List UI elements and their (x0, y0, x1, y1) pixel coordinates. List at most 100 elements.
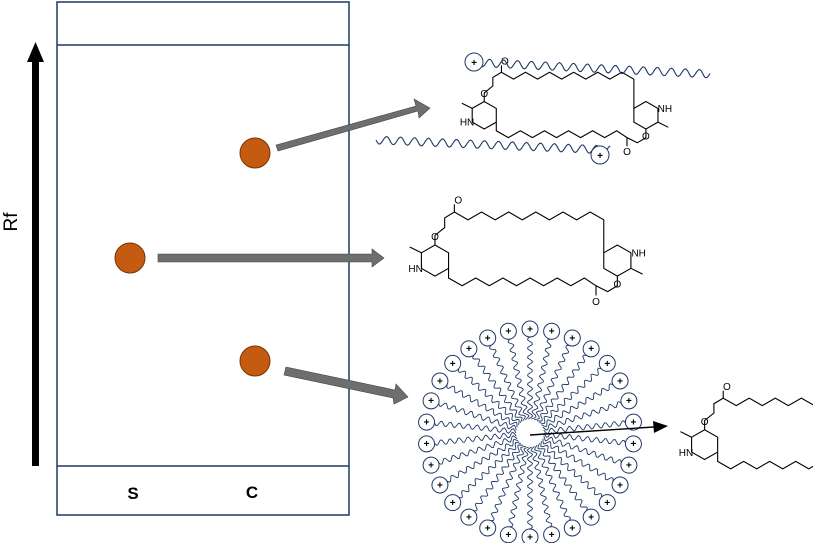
plus-charge-icon: + (598, 354, 616, 372)
carbonyl-oxygen-label: O (501, 57, 509, 68)
charge-circle (464, 52, 484, 72)
plus-charge-icon: + (563, 519, 581, 537)
surfactant-tail (438, 402, 517, 431)
charge-circle (624, 413, 642, 431)
surfactant-tail (473, 444, 524, 512)
plus-charge-icon: + (543, 322, 561, 340)
ester-oxygen-label: O (480, 89, 488, 100)
plus-charge-icon: + (624, 413, 642, 431)
surfactant-tail (542, 401, 622, 431)
surfactant-tail (508, 446, 529, 528)
plus-charge-icon: + (620, 456, 638, 474)
plus-sign: + (428, 460, 434, 471)
charge-circle (582, 340, 600, 358)
left-piperidine-ring (691, 429, 719, 461)
plus-charge-icon: + (464, 52, 484, 72)
plus-sign: + (597, 151, 603, 162)
plus-charge-icon: + (499, 322, 517, 340)
carbonyl-oxygen-label: O (454, 195, 462, 206)
charge-circle (624, 435, 642, 453)
plus-sign: + (631, 439, 637, 450)
plus-charge-icon: + (521, 528, 539, 543)
left-amine-label: HN (460, 118, 474, 129)
surfactant-tail (490, 446, 526, 522)
charge-circle (444, 494, 462, 512)
charge-circle (611, 372, 629, 390)
surfactant-tail (537, 443, 588, 511)
plus-sign: + (471, 58, 477, 69)
left-methyl (409, 246, 422, 254)
plus-charge-icon: + (431, 372, 449, 390)
lane-label-s: S (127, 484, 138, 503)
right-methyl (630, 267, 643, 275)
plus-sign: + (604, 498, 610, 509)
charge-circle (611, 476, 629, 494)
plus-charge-icon: + (499, 526, 517, 543)
left-methyl (461, 102, 473, 109)
arrow-to-ion-pair (275, 98, 431, 152)
spot-s-middle (114, 242, 146, 274)
micelle: ++++++++++++++++++++++++++++++ (418, 320, 668, 543)
charge-circle (431, 476, 449, 494)
right-amine-label: NH (658, 104, 672, 115)
charge-circle (499, 322, 517, 340)
arrow-to-free-molecule (157, 248, 385, 268)
charge-circle (563, 329, 581, 347)
lane-label-c: C (246, 483, 258, 502)
charge-circle (563, 519, 581, 537)
plus-charge-icon: + (422, 392, 440, 410)
surfactant-tail (488, 345, 526, 422)
rf-axis-shaft (32, 60, 39, 466)
plus-charge-icon: + (422, 456, 440, 474)
right-methyl (657, 121, 669, 128)
surfactant-tail (534, 344, 570, 420)
charge-circle (620, 392, 638, 410)
plus-sign: + (549, 327, 555, 338)
charge-circle (422, 392, 440, 410)
surfactant-tail (543, 420, 626, 435)
surfactant-tail (472, 355, 523, 423)
surfactant-tail (540, 441, 603, 498)
plus-sign: + (527, 324, 533, 335)
plus-sign: + (424, 417, 430, 428)
surfactant-tail (457, 368, 520, 425)
left-piperidine-ring (420, 244, 450, 277)
surfactant-tail (526, 336, 534, 420)
plus-sign: + (437, 376, 443, 387)
surfactant-tail (531, 338, 552, 420)
plus-sign: + (428, 396, 434, 407)
plus-charge-icon: + (460, 340, 478, 358)
charge-circle (418, 435, 436, 453)
plus-sign: + (588, 512, 594, 523)
plus-sign: + (527, 532, 533, 543)
plus-charge-icon: + (444, 494, 462, 512)
plus-sign: + (450, 359, 456, 370)
right-amine-label: NH (631, 249, 645, 260)
plus-sign: + (505, 530, 511, 541)
plus-sign: + (631, 417, 637, 428)
left-amine-label: HN (679, 448, 693, 459)
plus-sign: + (604, 359, 610, 370)
plus-charge-icon: + (590, 145, 610, 165)
charge-circle (590, 145, 610, 165)
surfactant-tail (530, 445, 553, 528)
plus-charge-icon: + (582, 340, 600, 358)
plus-sign: + (588, 344, 594, 355)
left-piperidine-ring (471, 100, 497, 130)
surfactant-tail (446, 384, 518, 428)
plus-sign: + (569, 333, 575, 344)
plus-charge-icon: + (479, 519, 497, 537)
surfactant-tail (541, 383, 614, 428)
plus-sign: + (617, 480, 623, 491)
top-ester-chain (704, 397, 813, 430)
plus-charge-icon: + (460, 508, 478, 526)
plus-sign: + (424, 439, 430, 450)
plus-sign: + (450, 498, 456, 509)
charge-circle (460, 340, 478, 358)
surfactant-tail (375, 135, 611, 155)
charge-circle (620, 456, 638, 474)
plus-charge-icon: + (598, 494, 616, 512)
